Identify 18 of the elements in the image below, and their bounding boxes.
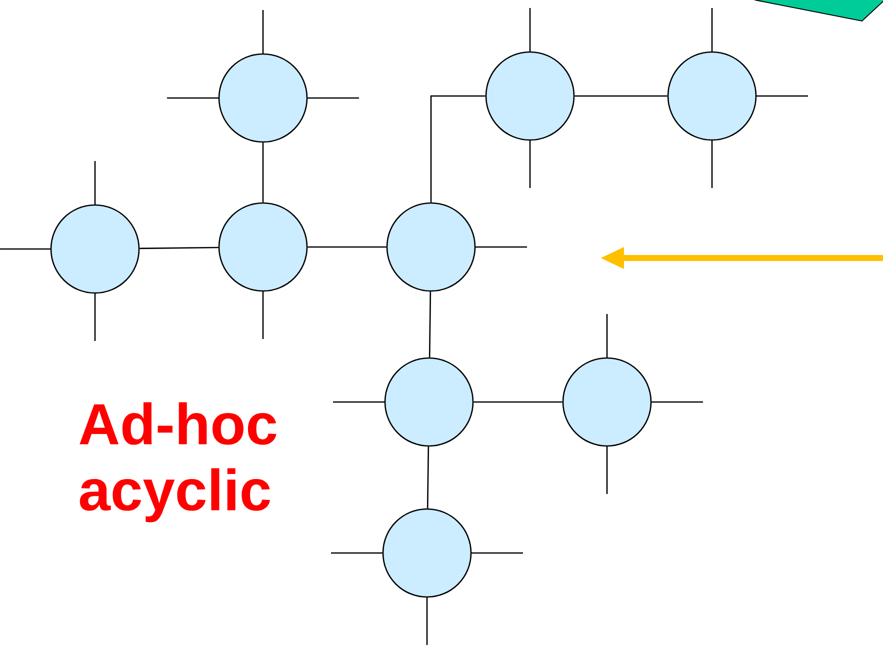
node-circle (562, 357, 652, 447)
connector-line (308, 246, 386, 248)
node-circle (50, 204, 140, 294)
node-circle (218, 202, 308, 292)
node-circle (382, 508, 472, 598)
connector-line (574, 95, 668, 97)
node-circle (485, 51, 575, 141)
connector-line (474, 401, 562, 403)
connector-line (430, 95, 486, 202)
connector-line (262, 142, 264, 202)
connector-line (140, 246, 218, 250)
node-circle (218, 53, 308, 143)
node-circle (667, 51, 757, 141)
node-circle (384, 357, 474, 447)
connector-line (428, 292, 432, 358)
caption-text: Ad-hoc acyclic (80, 402, 276, 522)
node-circle (386, 202, 476, 292)
connector-line (426, 446, 430, 508)
